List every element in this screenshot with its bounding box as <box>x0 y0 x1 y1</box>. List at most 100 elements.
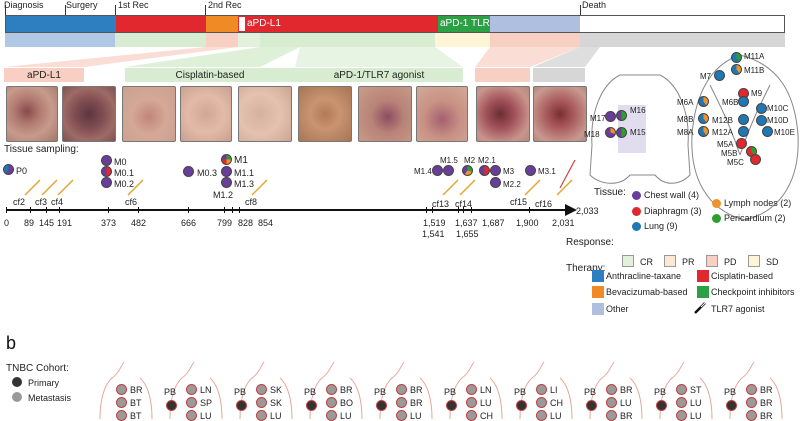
axis-end-label: 2,033 <box>576 206 599 216</box>
metastasis-dot <box>738 114 749 125</box>
metastasis-label: M11B <box>744 66 765 75</box>
primary-breast-label: PB <box>304 387 317 397</box>
clinical-photo <box>298 86 352 142</box>
metastasis-site-label: BO <box>340 398 354 408</box>
metastasis-site-label: LU <box>480 398 492 408</box>
metastasis-dot <box>12 392 22 402</box>
metastasis-label: M10D <box>767 116 789 125</box>
sample-label: M0 <box>114 157 127 167</box>
primary-breast-label: PB <box>724 387 737 397</box>
cf-label: cf15 <box>510 197 528 207</box>
primary-dot <box>236 400 247 411</box>
metastasis-dot <box>698 126 709 137</box>
sample-label: M1.1 <box>234 168 255 178</box>
response-legend-title: Response: <box>566 237 614 248</box>
primary-breast-label: PB <box>374 387 387 397</box>
metastasis-label: M5B <box>721 149 738 158</box>
metastasis-dot <box>396 384 407 395</box>
metastasis-dot <box>616 110 627 121</box>
metastasis-site-label: BR <box>410 398 423 408</box>
cf-label: cf14 <box>455 199 473 209</box>
therapy-legend-title: Therapy: <box>566 263 606 274</box>
metastasis-site-label: LI <box>550 385 558 395</box>
axis-tick-label: 799 <box>217 218 233 228</box>
metastasis-dot <box>762 126 773 137</box>
clinical-photo <box>358 86 412 142</box>
legend-label: CR <box>640 257 653 267</box>
sample-label: M1.2 <box>213 190 234 200</box>
body-outline <box>379 361 433 419</box>
legend-label: Checkpoint inhibitors <box>711 287 795 297</box>
metastasis-label: M6A <box>677 98 694 107</box>
metastasis-dot <box>676 410 687 421</box>
metastasis-label: M9 <box>751 89 763 98</box>
body-outline <box>729 361 783 419</box>
sample-dot <box>221 154 232 165</box>
sample-label: M3 <box>503 167 515 176</box>
metastasis-dot <box>731 64 742 75</box>
metastasis-dot <box>676 397 687 408</box>
sample-dot <box>221 166 232 177</box>
metastasis-site-label: LU <box>270 411 282 421</box>
metastasis-label: M10E <box>774 128 795 137</box>
sample-dot <box>101 177 112 188</box>
legend-swatch <box>748 255 760 267</box>
photo-group-death <box>533 68 585 82</box>
metastasis-site-label: CH <box>550 398 563 408</box>
metastasis-label: M10C <box>767 104 789 113</box>
clinical-photo <box>416 86 468 142</box>
cf-label: cf2 <box>13 197 26 207</box>
metastasis-label: M11A <box>744 52 765 61</box>
metastasis-site-label: BR <box>620 411 633 421</box>
metastasis-dot <box>698 113 709 124</box>
sample-label: P0 <box>16 166 28 176</box>
axis-tick-label: 191 <box>57 218 73 228</box>
sample-dot <box>221 177 232 188</box>
sample-label: M2.1 <box>478 156 496 165</box>
body-outline <box>519 361 573 419</box>
axis-arrow-icon <box>565 204 577 216</box>
metastasis-dot <box>396 410 407 421</box>
sample-label: M2.2 <box>503 180 521 189</box>
cf-label: cf16 <box>535 199 553 209</box>
sample-dot <box>479 165 490 176</box>
metastasis-label: M5C <box>727 158 744 167</box>
legend-label: Pericardium (2) <box>724 213 786 223</box>
metastasis-site-label: BR <box>760 398 773 408</box>
legend-dot <box>712 214 721 223</box>
photo-group-pd <box>475 68 530 82</box>
metastasis-site-label: LU <box>690 398 702 408</box>
metastasis-dot <box>605 127 616 138</box>
metastasis-site-label: SK <box>270 398 283 408</box>
metastasis-dot <box>746 410 757 421</box>
cfdna-tube-icons <box>24 160 576 196</box>
photo-group-apdl1: aPD-L1 <box>4 68 84 82</box>
metastasis-site-label: LU <box>550 411 562 421</box>
legend-dot <box>632 222 641 231</box>
metastasis-site-label: SP <box>200 398 213 408</box>
metastasis-dot <box>186 410 197 421</box>
axis-tick-label: 2,031 <box>552 218 575 228</box>
label-2nd-rec: 2nd Rec <box>208 0 242 10</box>
primary-dot <box>166 400 177 411</box>
axis-tick-label: 1,655 <box>456 229 479 239</box>
clinical-photo <box>62 86 116 142</box>
sample-label: M1.5 <box>440 156 458 165</box>
metastasis-dot <box>605 111 616 122</box>
cf-label: cf13 <box>432 199 450 209</box>
clinical-photo <box>476 86 530 142</box>
legend-swatch <box>697 286 709 298</box>
primary-breast-label: PB <box>164 387 177 397</box>
metastasis-dot <box>256 410 267 421</box>
legend-swatch <box>664 255 676 267</box>
legend-label: Lymph nodes (2) <box>724 198 792 208</box>
tlr7-agonist-icon <box>694 302 706 314</box>
legend-label: Metastasis <box>28 393 72 403</box>
photo-group-cisplatin: Cisplatin-based <box>125 68 295 82</box>
